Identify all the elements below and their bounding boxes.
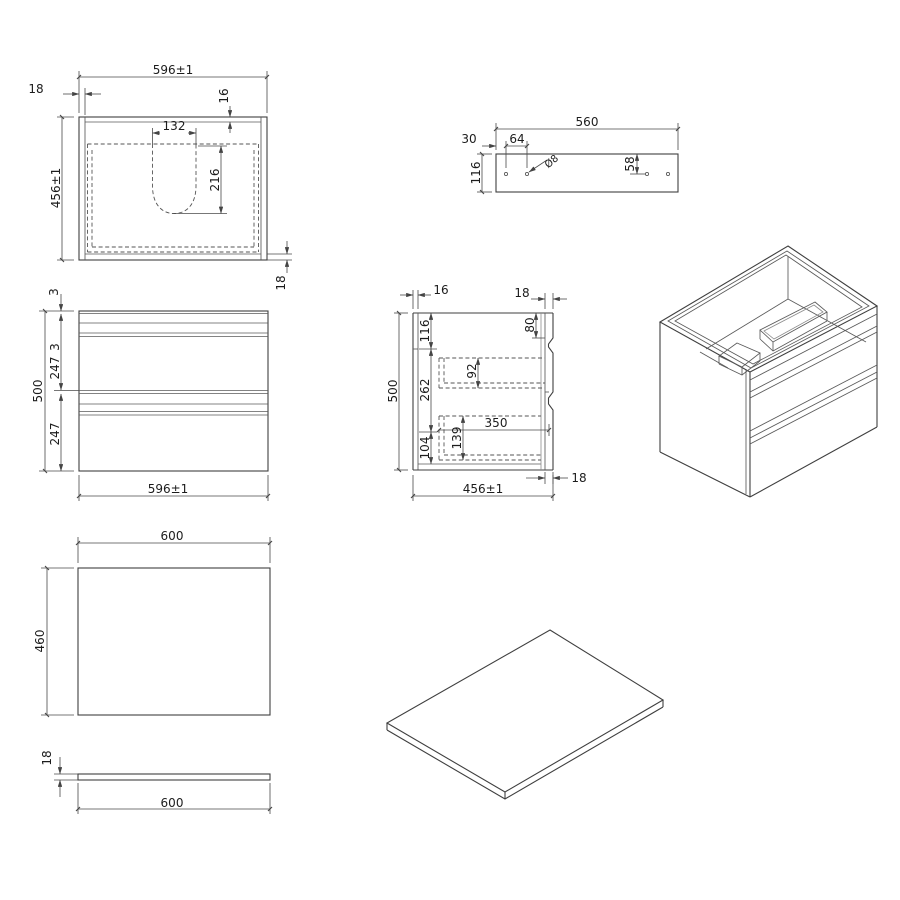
rail-hole	[644, 171, 650, 177]
dim-cutout-width: 132	[163, 119, 186, 133]
dim-side-box-depth: 350	[485, 416, 508, 430]
dim-worktop-thickness: 18	[40, 750, 54, 765]
dim-front-height: 500	[31, 380, 45, 403]
dim-top-inset: 16	[217, 88, 231, 103]
dim-side-bottom-section: 104	[418, 437, 432, 460]
drawer-front-profile	[547, 313, 554, 470]
dim-side-front-thickness: 18	[514, 286, 529, 300]
dim-worktop-side-width: 600	[161, 796, 184, 810]
dim-top-back-gap: 18	[274, 275, 288, 290]
view-cabinet-side: 16 18 500 116 262 104 80 92 139 350 456±…	[386, 283, 587, 501]
rail-hole	[524, 171, 530, 177]
dim-rail-height: 116	[469, 162, 483, 185]
cabinet-top-outline	[78, 116, 268, 261]
rail-outline	[495, 153, 679, 193]
view-cabinet-isometric	[658, 245, 879, 498]
dim-front-mid-gap: 3	[48, 343, 62, 351]
worktop-edge-outline	[77, 773, 271, 781]
rail-hole	[665, 171, 671, 177]
dim-front-lower-drawer: 247	[48, 423, 62, 446]
view-hanging-rail: 560 30 64 116 58 Ø8	[461, 115, 681, 195]
dim-side-lower-box: 139	[450, 427, 464, 450]
dim-side-depth: 456±1	[463, 482, 504, 496]
worktop-slab-top	[385, 629, 665, 793]
dim-top-width: 596±1	[153, 63, 194, 77]
dim-side-upper-box: 92	[465, 363, 479, 378]
dim-rail-edge-to-hole: 30	[461, 132, 476, 146]
dim-worktop-width: 600	[161, 529, 184, 543]
dim-side-back-thickness: 16	[433, 283, 448, 297]
dim-top-side-thickness: 18	[28, 82, 43, 96]
dim-front-top-gap: 3	[47, 288, 61, 296]
view-worktop-isometric	[385, 629, 665, 800]
view-cabinet-top: 596±1 18 16 132 216 456±1 18	[28, 63, 292, 291]
dim-rail-length: 560	[576, 115, 599, 129]
cabinet-front-outline	[78, 310, 269, 472]
view-cabinet-front: 3 500 3 247 247 596±1	[31, 288, 271, 501]
basin-cutout	[152, 144, 197, 214]
rail-hole	[503, 171, 509, 177]
dim-side-mid-section: 262	[418, 379, 432, 402]
dim-rail-hole-spacing: 64	[509, 132, 524, 146]
view-worktop-plan: 600 460	[33, 529, 273, 718]
dim-side-height: 500	[386, 380, 400, 403]
dim-worktop-depth: 460	[33, 630, 47, 653]
view-worktop-side: 18 600	[40, 750, 273, 814]
dim-side-front-rail: 80	[523, 317, 537, 332]
dim-front-width: 596±1	[148, 482, 189, 496]
dim-side-top-section: 116	[418, 320, 432, 343]
worktop-outline	[77, 567, 271, 716]
dim-front-upper-drawer: 247	[48, 357, 62, 380]
dim-top-depth: 456±1	[49, 168, 63, 209]
dim-cutout-depth: 216	[208, 169, 222, 192]
dim-rail-hole-drop: 58	[623, 156, 637, 171]
dim-side-bottom-thickness: 18	[571, 471, 586, 485]
rail-hole-note: Ø8	[542, 152, 561, 170]
